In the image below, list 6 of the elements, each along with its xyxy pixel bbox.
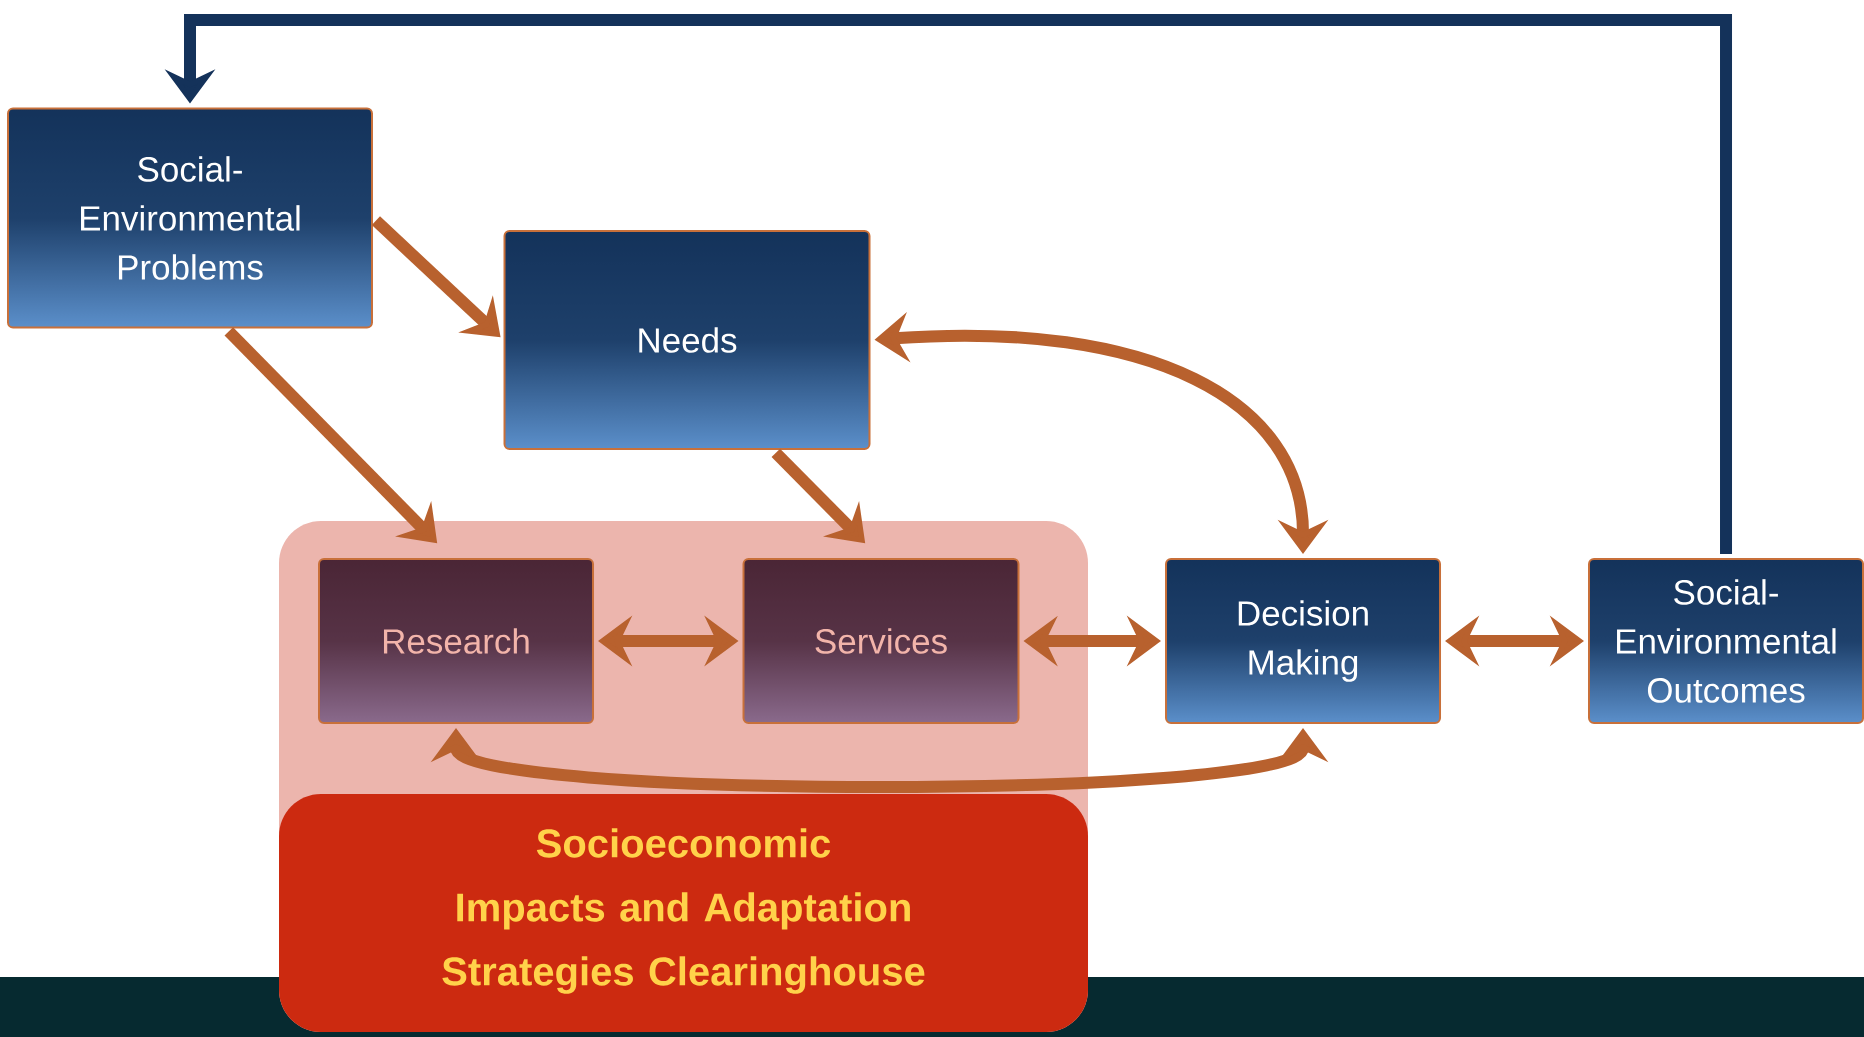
- process-box: Social-Environmental Problems: [7, 107, 373, 329]
- process-box: Needs: [503, 230, 871, 450]
- process-box: Services: [742, 558, 1020, 724]
- process-box: Social-Environmental Outcomes: [1588, 558, 1864, 724]
- process-box: Research: [318, 558, 594, 724]
- process-box: Decision Making: [1165, 558, 1441, 724]
